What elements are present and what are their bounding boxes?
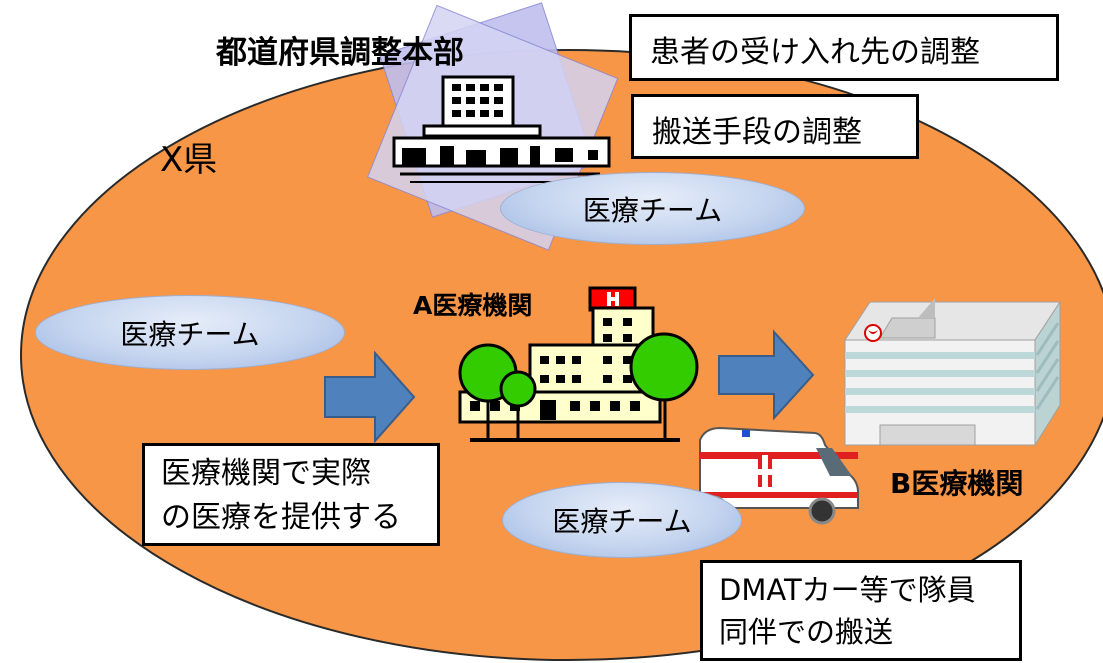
prefecture-label: X県 <box>160 140 218 180</box>
hq-building-icon <box>392 75 611 183</box>
task-text: 患者の受け入れ先の調整 <box>650 35 980 70</box>
note-line: DMATカー等で隊員 <box>719 573 976 607</box>
hq-title: 都道府県調整本部 <box>216 35 464 71</box>
note-line: の医療を提供する <box>161 500 401 535</box>
hospital-a-icon <box>458 286 699 442</box>
task-text: 搬送手段の調整 <box>652 115 862 150</box>
task-box-patient-destination: 患者の受け入れ先の調整 <box>629 14 1059 81</box>
hospital-a-label: A医療機関 <box>413 291 533 320</box>
note-line: 医療機関で実際 <box>161 456 371 491</box>
medical-team-label: 医療チーム <box>552 505 692 538</box>
task-box-transport-means: 搬送手段の調整 <box>631 94 919 159</box>
note-box-care: 医療機関で実際 の医療を提供する <box>142 443 440 546</box>
medical-team-label: 医療チーム <box>582 193 723 227</box>
medical-team-oval-left: 医療チーム <box>35 295 345 370</box>
note-line: 同伴での搬送 <box>719 615 894 649</box>
medical-team-oval-hq: 医療チーム <box>500 172 805 245</box>
note-box-transport: DMATカー等で隊員 同伴での搬送 <box>700 560 1022 661</box>
medical-team-label: 医療チーム <box>120 317 260 351</box>
hospital-b-icon <box>844 298 1061 447</box>
medical-team-oval-bottom: 医療チーム <box>502 482 742 558</box>
arrow-right-icon <box>324 350 416 444</box>
hospital-b-label: B医療機関 <box>890 467 1024 500</box>
arrow-right-icon <box>718 329 815 421</box>
